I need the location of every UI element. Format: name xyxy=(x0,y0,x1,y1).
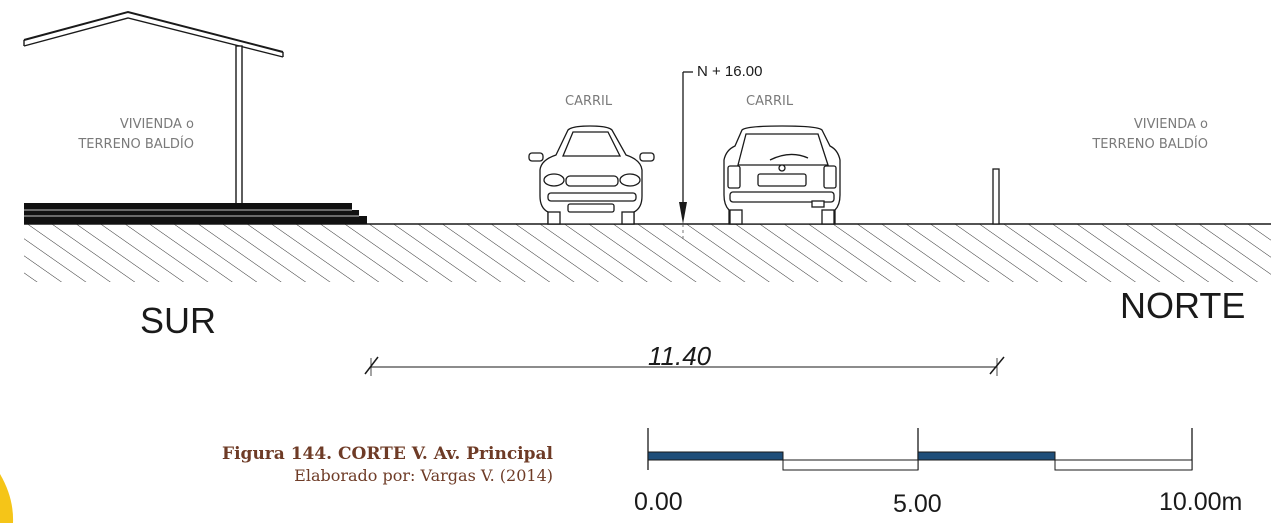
slab-layer-1 xyxy=(24,203,352,210)
car-rear-view xyxy=(723,125,841,225)
left-property-label-line1: VIVIENDA o xyxy=(119,117,194,132)
dimension-tick-left xyxy=(364,356,379,375)
level-marker xyxy=(679,71,693,240)
right-property-label-line1: VIVIENDA o xyxy=(1133,117,1208,132)
car2-exhaust xyxy=(811,200,825,208)
right-property-label-line2: TERRENO BALDÍO xyxy=(1092,137,1208,152)
scale-segment-2 xyxy=(782,459,919,471)
scale-label-10: 10.00m xyxy=(1159,488,1243,516)
car1-plate xyxy=(567,203,615,213)
lane-label-2: CARRIL xyxy=(746,94,794,109)
boundary-post xyxy=(992,168,1000,225)
north-label: NORTE xyxy=(1120,285,1246,326)
level-mark-label: N + 16.00 xyxy=(697,63,763,80)
scale-segment-3 xyxy=(917,451,1056,461)
car2-tire-right xyxy=(821,209,835,225)
slab-layer-2 xyxy=(24,210,359,216)
car1-grille xyxy=(565,175,619,187)
car1-tire-left xyxy=(547,211,561,225)
car1-tire-right xyxy=(621,211,635,225)
car2-taillight-left xyxy=(727,165,741,189)
car1-bumper xyxy=(547,192,637,202)
scale-label-5: 5.00 xyxy=(893,490,942,518)
dimension-label: 11.40 xyxy=(648,341,712,371)
car2-plate xyxy=(757,173,807,187)
house-pillar xyxy=(235,45,243,205)
car1-headlight-left xyxy=(543,173,565,187)
south-label: SUR xyxy=(140,300,217,341)
left-property-label-line2: TERRENO BALDÍO xyxy=(78,137,194,152)
car1-headlight-right xyxy=(619,173,641,187)
house-shelter xyxy=(23,10,284,205)
figure-caption-subtitle: Elaborado por: Vargas V. (2014) xyxy=(294,466,553,485)
corner-accent xyxy=(0,474,14,523)
lane-label-1: CARRIL xyxy=(565,94,613,109)
car1-windshield xyxy=(562,131,622,157)
ground-section xyxy=(24,223,1271,282)
house-slab xyxy=(24,203,367,224)
scale-label-0: 0.00 xyxy=(634,488,683,516)
slab-layer-3 xyxy=(24,216,367,224)
dimension-line xyxy=(364,356,1005,376)
scale-segment-1 xyxy=(647,451,784,461)
scale-bar xyxy=(647,428,1193,471)
car2-taillight-right xyxy=(823,165,837,189)
car1-mirror-right xyxy=(639,152,655,162)
car2-tire-left xyxy=(729,209,743,225)
car2-wiper xyxy=(769,153,809,161)
roof-bottom-line xyxy=(23,17,284,58)
scale-segment-4 xyxy=(1054,459,1193,471)
ground-hatch xyxy=(24,224,1271,282)
level-arrowhead xyxy=(679,202,687,224)
figure-caption-title: Figura 144. CORTE V. Av. Principal xyxy=(222,444,553,464)
car1-mirror-left xyxy=(528,152,544,162)
car-front-view xyxy=(528,125,655,225)
car2-bumper xyxy=(729,191,835,203)
roof-top-line xyxy=(23,10,284,53)
car2-rear-window xyxy=(737,133,829,166)
car2-emblem xyxy=(778,164,786,172)
